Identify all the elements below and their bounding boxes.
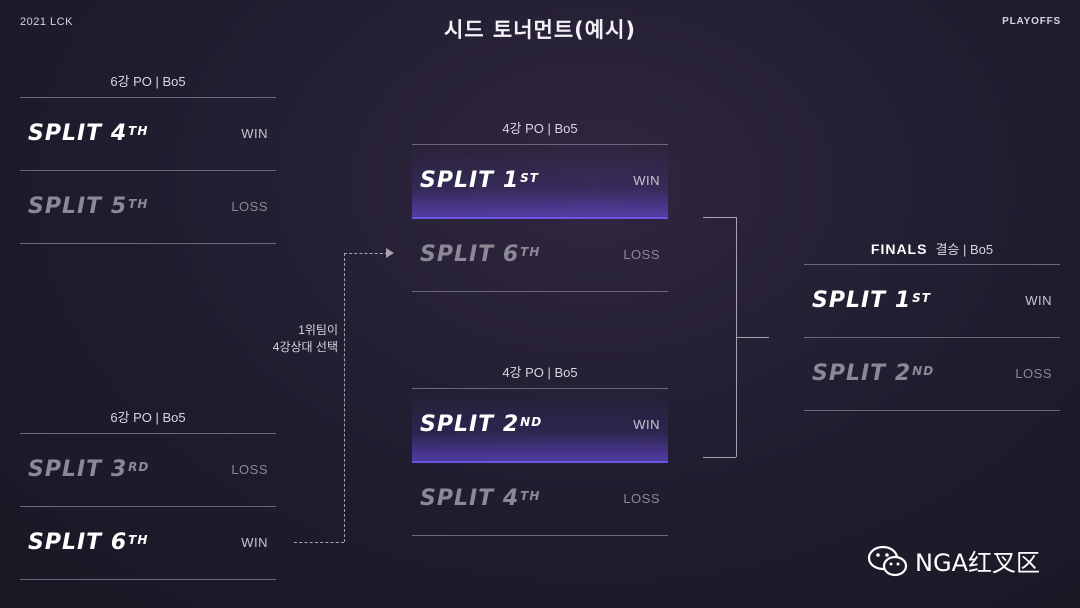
- team-name: SPLIT 1ST: [812, 288, 931, 313]
- finals-label: FINALS: [870, 241, 928, 257]
- arrow-right-icon: [386, 248, 394, 258]
- team-row: SPLIT 6TH LOSS: [412, 219, 668, 292]
- dashed-connector: [294, 542, 344, 543]
- seed-note: 1위팀이 4강상대 선택: [272, 323, 338, 354]
- match-header: 4강 PO | Bo5: [412, 114, 668, 145]
- team-name: SPLIT 4TH: [420, 486, 541, 511]
- team-name: SPLIT 4TH: [28, 121, 149, 146]
- watermark: NGA红叉区: [867, 543, 1040, 578]
- dashed-connector: [344, 253, 345, 542]
- result-label: WIN: [633, 173, 660, 188]
- dashed-connector: [344, 253, 388, 254]
- bracket-4강-match-2: 4강 PO | Bo5 SPLIT 2ND WIN SPLIT 4TH LOSS: [412, 358, 668, 536]
- result-label: WIN: [241, 535, 268, 550]
- team-row: SPLIT 3RD LOSS: [20, 434, 276, 507]
- team-row: SPLIT 4TH LOSS: [412, 463, 668, 536]
- bracket-connector: [703, 457, 736, 458]
- team-row: SPLIT 2ND LOSS: [804, 338, 1060, 411]
- team-name: SPLIT 2ND: [420, 412, 543, 437]
- team-row: SPLIT 6TH WIN: [20, 507, 276, 580]
- team-name: SPLIT 5TH: [28, 194, 149, 219]
- team-row: SPLIT 2ND WIN: [412, 389, 668, 463]
- result-label: LOSS: [231, 462, 268, 477]
- team-name: SPLIT 6TH: [28, 530, 149, 555]
- team-name: SPLIT 6TH: [420, 242, 541, 267]
- team-name: SPLIT 2ND: [812, 361, 935, 386]
- result-label: LOSS: [623, 247, 660, 262]
- match-header: FINALS 결승 | Bo5: [804, 234, 1060, 265]
- wechat-icon: [867, 545, 908, 576]
- bracket-connector: [703, 217, 736, 218]
- team-name: SPLIT 1ST: [420, 168, 539, 193]
- league-label: 2021 LCK: [20, 16, 73, 28]
- bracket-finals: FINALS 결승 | Bo5 SPLIT 1ST WIN SPLIT 2ND L…: [804, 234, 1060, 411]
- bracket-6강-match-1: 6강 PO | Bo5 SPLIT 4TH WIN SPLIT 5TH LOSS: [20, 67, 276, 244]
- match-header: 6강 PO | Bo5: [20, 403, 276, 434]
- team-row: SPLIT 1ST WIN: [804, 265, 1060, 338]
- result-label: LOSS: [231, 199, 268, 214]
- result-label: WIN: [1025, 293, 1052, 308]
- watermark-text: NGA红叉区: [915, 549, 1040, 577]
- result-label: WIN: [633, 417, 660, 432]
- team-row: SPLIT 1ST WIN: [412, 145, 668, 219]
- team-row: SPLIT 4TH WIN: [20, 98, 276, 171]
- bracket-connector: [736, 337, 769, 338]
- result-label: LOSS: [1015, 366, 1052, 381]
- finals-format: 결승 | Bo5: [935, 242, 994, 257]
- bracket-6강-match-2: 6강 PO | Bo5 SPLIT 3RD LOSS SPLIT 6TH WIN: [20, 403, 276, 580]
- match-header: 6강 PO | Bo5: [20, 67, 276, 98]
- team-row: SPLIT 5TH LOSS: [20, 171, 276, 244]
- team-name: SPLIT 3RD: [28, 457, 150, 482]
- stage-label: PLAYOFFS: [1002, 16, 1061, 27]
- bracket-4강-match-1: 4강 PO | Bo5 SPLIT 1ST WIN SPLIT 6TH LOSS: [412, 114, 668, 292]
- match-header: 4강 PO | Bo5: [412, 358, 668, 389]
- result-label: WIN: [241, 126, 268, 141]
- result-label: LOSS: [623, 491, 660, 506]
- page-title: 시드 토너먼트(예시): [443, 18, 637, 42]
